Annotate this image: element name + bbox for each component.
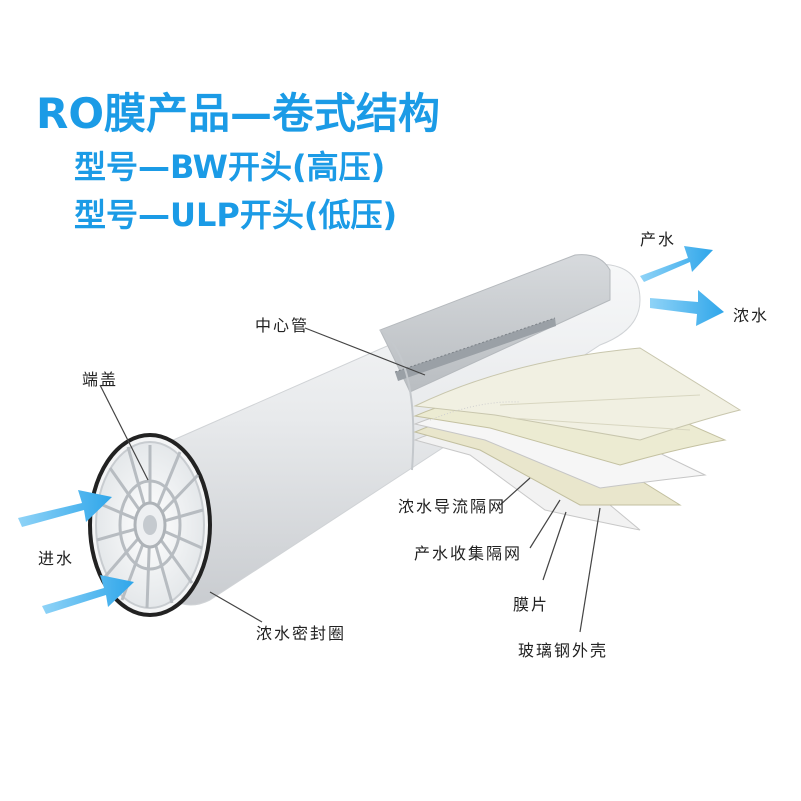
model-ulp-line: 型号—ULP开头(低压): [74, 196, 398, 234]
feed-arrow-upper: [18, 490, 112, 527]
unrolled-membrane-layers: [413, 347, 742, 531]
label-end-cap: 端盖: [82, 370, 119, 389]
fiberglass-shell-leader: [579, 507, 601, 633]
label-feed-water: 进水: [38, 549, 75, 568]
label-center-tube: 中心管: [255, 316, 310, 335]
center-tube-leader: [304, 327, 426, 376]
product-water-arrow: [640, 246, 713, 282]
end-cap: [88, 433, 212, 617]
feed-arrow-lower: [42, 575, 134, 614]
label-product-water: 产水: [640, 230, 677, 249]
brine-seal-leader: [209, 591, 263, 623]
concentrate-spacer-leader: [499, 477, 531, 506]
end-cap-leader: [99, 384, 149, 481]
diagram-title: RO膜产品—卷式结构: [36, 89, 441, 138]
center-tube-slot: [395, 318, 556, 381]
label-permeate-spacer: 产水收集隔网: [414, 544, 523, 563]
model-bw-line: 型号—BW开头(高压): [74, 148, 386, 186]
label-concentrate: 浓水: [733, 306, 770, 325]
concentrate-arrow: [650, 290, 724, 326]
concentrate-spacer-layer: [413, 347, 742, 441]
membrane-sheet-leader: [542, 511, 567, 581]
label-fiberglass-shell: 玻璃钢外壳: [518, 641, 609, 660]
label-concentrate-spacer: 浓水导流隔网: [398, 497, 507, 516]
permeate-spacer-leader: [529, 499, 561, 549]
label-membrane-sheet: 膜片: [513, 595, 550, 614]
label-brine-seal: 浓水密封圈: [256, 624, 347, 643]
fiberglass-shell-body: [139, 254, 641, 606]
